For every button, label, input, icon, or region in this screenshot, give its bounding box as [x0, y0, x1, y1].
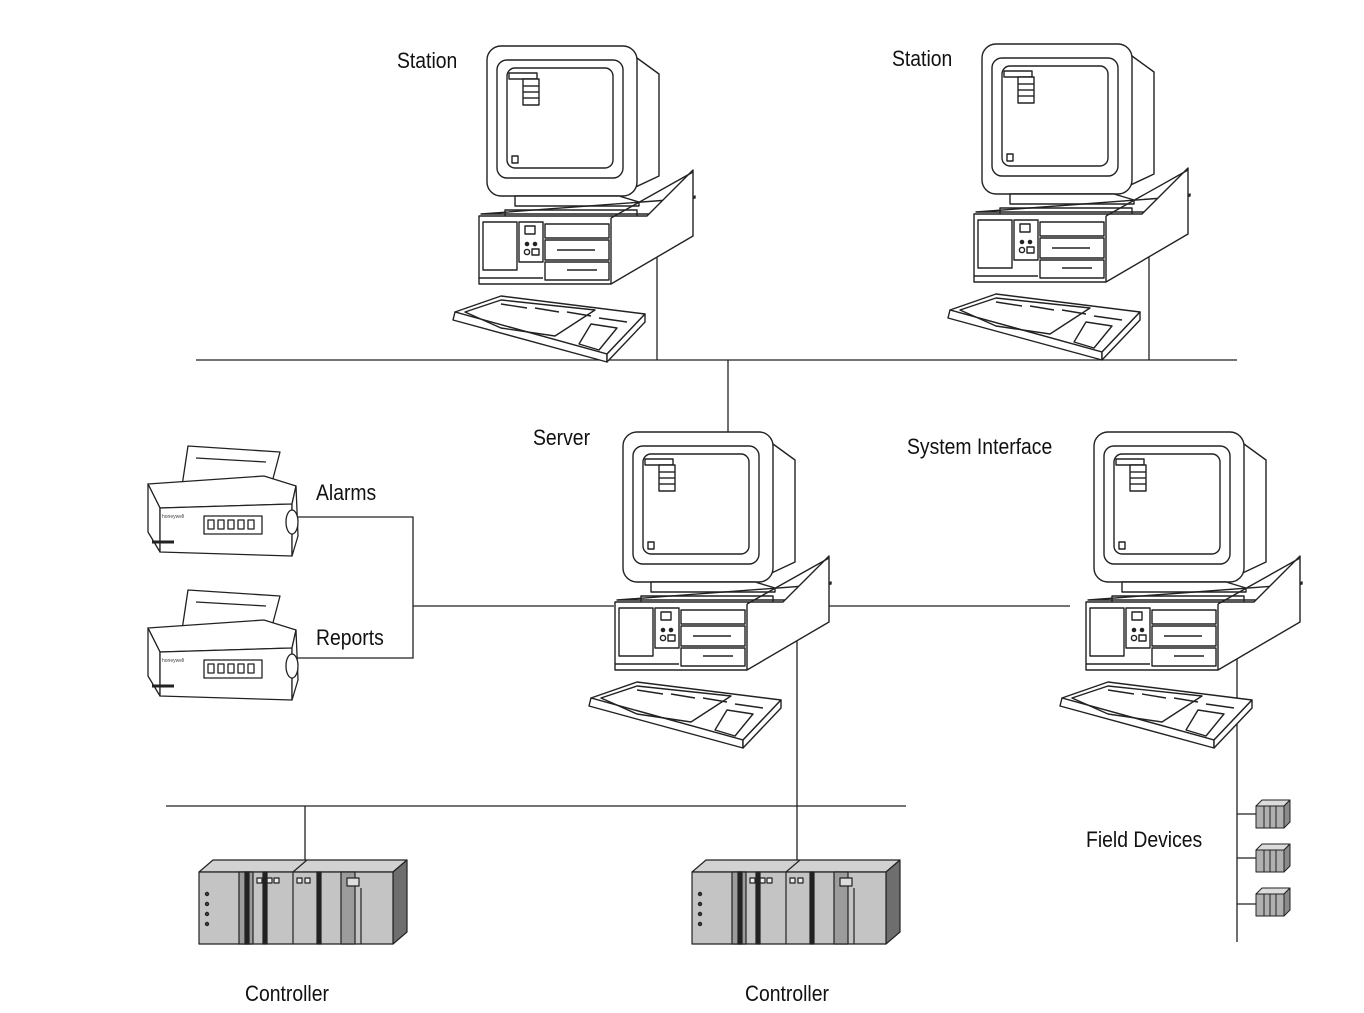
alarms-label: Alarms	[316, 480, 377, 505]
field-device-3-icon	[1255, 887, 1291, 917]
alarms-printer-link	[276, 516, 414, 659]
network-links	[166, 238, 1256, 942]
server-label: Server	[533, 425, 591, 450]
system-interface-label: System Interface	[907, 434, 1053, 459]
controller-2-label: Controller	[745, 981, 829, 1006]
station-2-computer-icon	[947, 43, 1191, 361]
station-2-label: Station	[892, 46, 953, 71]
controller-2-icon	[691, 859, 901, 945]
station-1-label: Station	[397, 48, 458, 73]
server-computer-icon	[588, 431, 832, 749]
alarms-printer-icon	[146, 444, 300, 558]
field-device-2-icon	[1255, 843, 1291, 873]
reports-printer-icon	[146, 588, 300, 702]
field-devices-label: Field Devices	[1086, 827, 1203, 852]
system-interface-computer-icon	[1059, 431, 1303, 749]
controller-1-icon	[198, 859, 408, 945]
controller-1-label: Controller	[245, 981, 329, 1006]
station-1-computer-icon	[452, 45, 696, 363]
reports-label: Reports	[316, 625, 384, 650]
field-device-1-icon	[1255, 799, 1291, 829]
